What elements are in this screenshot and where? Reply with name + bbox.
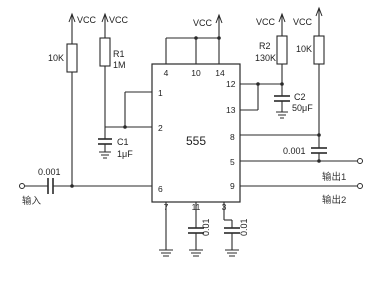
vcc-right-1: VCC bbox=[256, 12, 286, 27]
resistor-r2-name: R2 bbox=[259, 41, 271, 51]
pin-14-label: 14 bbox=[215, 68, 225, 78]
chip-label: 555 bbox=[186, 134, 206, 148]
pin-10-label: 10 bbox=[191, 68, 201, 78]
vcc-right-2: VCC bbox=[293, 6, 323, 27]
vcc-left-1: VCC bbox=[68, 12, 97, 25]
capacitor-pin3-value: 0.01 bbox=[239, 218, 249, 236]
vcc-label: VCC bbox=[293, 17, 313, 27]
resistor-r2 bbox=[276, 35, 288, 65]
vcc-label: VCC bbox=[109, 15, 129, 25]
resistor-r1-value: 1M bbox=[113, 60, 126, 70]
capacitor-c1-value: 1μF bbox=[117, 149, 133, 159]
vcc-left-2: VCC bbox=[101, 12, 129, 25]
pin-13-label: 13 bbox=[226, 105, 236, 115]
pin-5-label: 5 bbox=[230, 157, 235, 167]
vcc-label: VCC bbox=[77, 15, 97, 25]
resistor-r1 bbox=[99, 37, 111, 67]
chip-555-body bbox=[151, 63, 241, 203]
vcc-label: VCC bbox=[193, 18, 213, 28]
capacitor-in-value: 0.001 bbox=[38, 167, 61, 177]
output1-label: 输出1 bbox=[322, 171, 346, 183]
capacitor-c1-name: C1 bbox=[117, 137, 129, 147]
capacitor-c2-name: C2 bbox=[294, 92, 306, 102]
pin-4-label: 4 bbox=[164, 68, 169, 78]
resistor-right-value: 10K bbox=[296, 44, 312, 54]
pin-1-label: 1 bbox=[158, 88, 163, 98]
capacitor-pin11-value: 0.01 bbox=[201, 218, 211, 236]
vcc-label: VCC bbox=[256, 17, 276, 27]
pin-6-label: 6 bbox=[158, 184, 163, 194]
capacitor-c2-value: 50μF bbox=[292, 103, 313, 113]
pin-2-label: 2 bbox=[158, 123, 163, 133]
pin-12-label: 12 bbox=[226, 79, 236, 89]
output1-terminal bbox=[357, 158, 363, 164]
capacitor-out-value: 0.001 bbox=[283, 146, 306, 156]
input-label: 输入 bbox=[22, 195, 42, 207]
vcc-top: VCC bbox=[193, 13, 223, 28]
resistor-right-10k bbox=[313, 35, 325, 65]
resistor-r2-value: 130K bbox=[255, 53, 276, 63]
output2-terminal bbox=[357, 183, 363, 189]
input-terminal bbox=[19, 183, 25, 189]
pin-8-label: 8 bbox=[230, 132, 235, 142]
resistor-r1-name: R1 bbox=[113, 49, 125, 59]
resistor-left-10k bbox=[66, 43, 78, 73]
resistor-left-value: 10K bbox=[48, 53, 64, 63]
pin-9-label: 9 bbox=[230, 181, 235, 191]
output2-label: 输出2 bbox=[322, 194, 346, 206]
